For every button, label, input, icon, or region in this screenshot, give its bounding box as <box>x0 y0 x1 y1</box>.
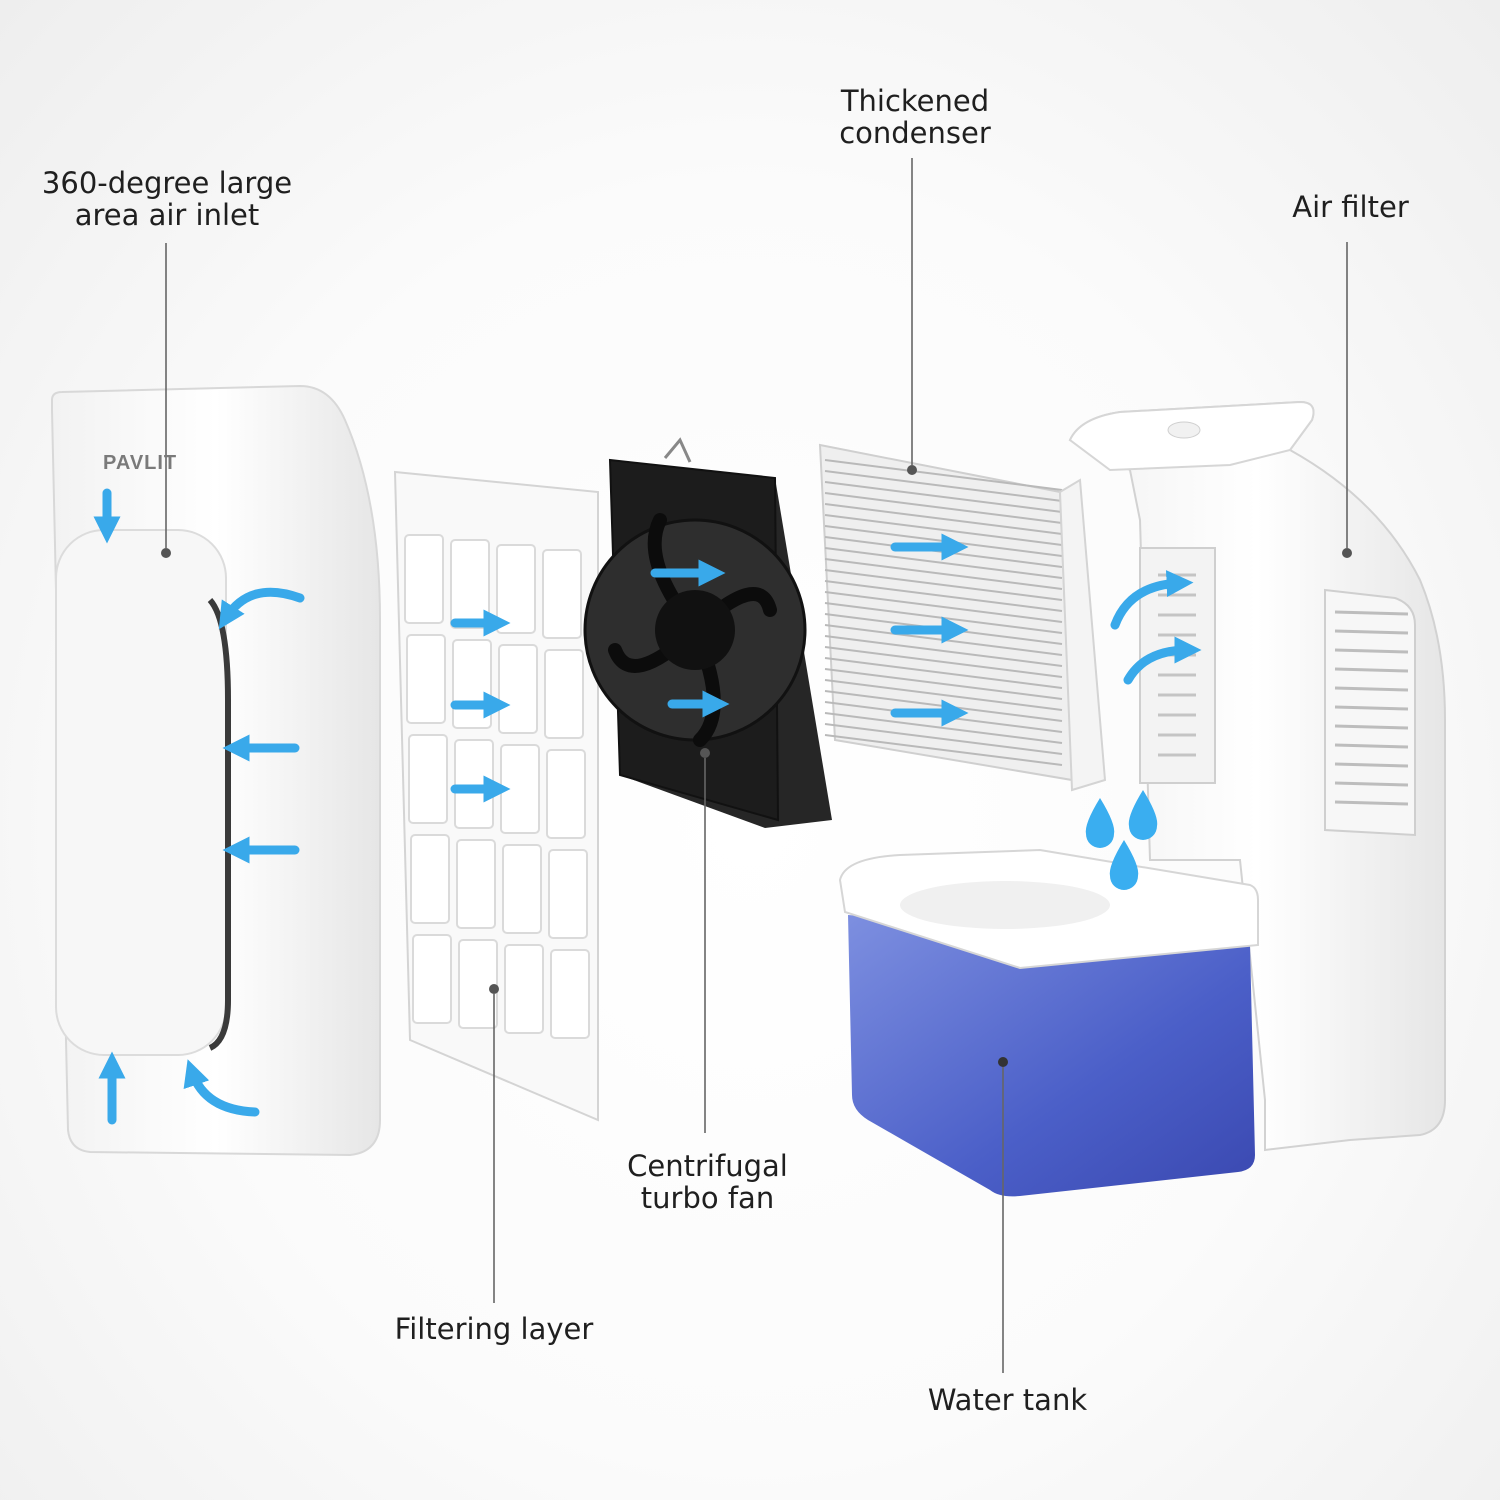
airflow-arrow-icon <box>1123 636 1202 685</box>
vent-slat <box>1334 724 1409 730</box>
condenser-fin <box>824 492 1063 524</box>
condenser-fin <box>824 591 1063 623</box>
label-fan: Centrifugal turbo fan <box>615 1150 800 1214</box>
condenser <box>818 443 1107 792</box>
filter-cell <box>496 544 536 634</box>
vent-slat <box>1334 781 1409 787</box>
water-drop-icon <box>1128 790 1158 840</box>
vent-slat <box>1334 743 1409 749</box>
vent-slat <box>1334 686 1409 692</box>
front-shell <box>51 384 381 1157</box>
brand-logo: PAVLIT <box>103 452 178 474</box>
condenser-fin <box>824 734 1063 766</box>
vent-slat <box>1334 648 1409 654</box>
filter-cell <box>450 539 490 629</box>
filter-cell <box>458 939 498 1029</box>
vent-slat <box>1334 610 1409 616</box>
filter-cell <box>544 649 584 739</box>
water-drop-icon <box>1109 840 1139 890</box>
condenser-fin <box>824 679 1063 711</box>
water-drop-icon <box>1085 798 1115 848</box>
label-filtering-layer-line-1: Filtering layer <box>394 1312 594 1346</box>
filter-cell <box>504 944 544 1034</box>
condenser-fin <box>824 547 1063 579</box>
condenser-fin <box>824 712 1063 744</box>
vent-slat <box>1334 762 1409 768</box>
label-air-filter: Air filter <box>1283 191 1418 223</box>
airflow-arrow-icon <box>218 587 305 630</box>
water-tank <box>838 848 1259 1197</box>
filter-cell <box>542 549 582 639</box>
filter-cell <box>406 634 446 724</box>
condenser-fin <box>824 558 1063 590</box>
condenser-fin <box>824 723 1063 755</box>
condenser-fin <box>824 503 1063 535</box>
filter-cell <box>550 949 590 1039</box>
label-condenser-line-2: condenser <box>839 116 991 150</box>
label-condenser-line-1: Thickened <box>840 84 990 118</box>
turbo-fan <box>583 437 832 828</box>
label-filtering-layer: Filtering layer <box>385 1313 603 1345</box>
vent-slat <box>1334 800 1409 806</box>
leader-lines <box>165 158 1348 1373</box>
filter-cell <box>412 934 452 1024</box>
vent-slat <box>1334 667 1409 673</box>
label-fan-line-2: turbo fan <box>640 1181 775 1215</box>
callout-dot-air-inlet <box>161 548 171 558</box>
water-drops <box>1085 790 1158 890</box>
label-condenser: Thickened condenser <box>830 85 1000 149</box>
filter-cell <box>454 739 494 829</box>
filter-cell <box>546 749 586 839</box>
filter-cell <box>502 844 542 934</box>
condenser-fin <box>824 481 1063 513</box>
condenser-fin <box>824 635 1063 667</box>
filter-cell <box>500 744 540 834</box>
vent-slat <box>1334 629 1409 635</box>
condenser-fin <box>824 668 1063 700</box>
label-water-tank-line-1: Water tank <box>927 1383 1088 1417</box>
filter-cell <box>404 534 444 624</box>
callout-dot-filtering-layer <box>489 984 499 994</box>
airflow-arrow-icon <box>1110 570 1194 630</box>
vent-slat <box>1334 705 1409 711</box>
airflow-arrows <box>93 488 1202 1125</box>
condenser-fin <box>824 580 1063 612</box>
callout-dot-fan <box>700 748 710 758</box>
label-water-tank: Water tank <box>920 1384 1095 1416</box>
filter-cell <box>548 849 588 939</box>
condenser-fin <box>824 470 1063 502</box>
callout-dot-air-filter <box>1342 548 1352 558</box>
callout-dot-condenser <box>907 465 917 475</box>
condenser-fin <box>824 569 1063 601</box>
label-air-inlet-line-1: 360-degree large <box>41 166 293 200</box>
filter-cell <box>452 639 492 729</box>
callout-dot-water-tank <box>998 1057 1008 1067</box>
condenser-fin <box>824 646 1063 678</box>
condenser-fin <box>824 459 1063 491</box>
airflow-arrow-icon <box>183 1059 260 1117</box>
filter-cell <box>408 734 448 824</box>
condenser-fin <box>824 514 1063 546</box>
filter-cell <box>410 834 450 924</box>
condenser-fin <box>824 657 1063 689</box>
label-air-inlet-line-2: area air inlet <box>74 198 260 232</box>
filter-cell <box>456 839 496 929</box>
label-air-filter-line-1: Air filter <box>1292 190 1409 224</box>
label-air-inlet: 360-degree large area air inlet <box>38 167 296 231</box>
filter-cell <box>498 644 538 734</box>
label-fan-line-1: Centrifugal <box>627 1149 788 1183</box>
front-panel <box>55 529 227 1056</box>
filtering-layer <box>393 470 599 1122</box>
